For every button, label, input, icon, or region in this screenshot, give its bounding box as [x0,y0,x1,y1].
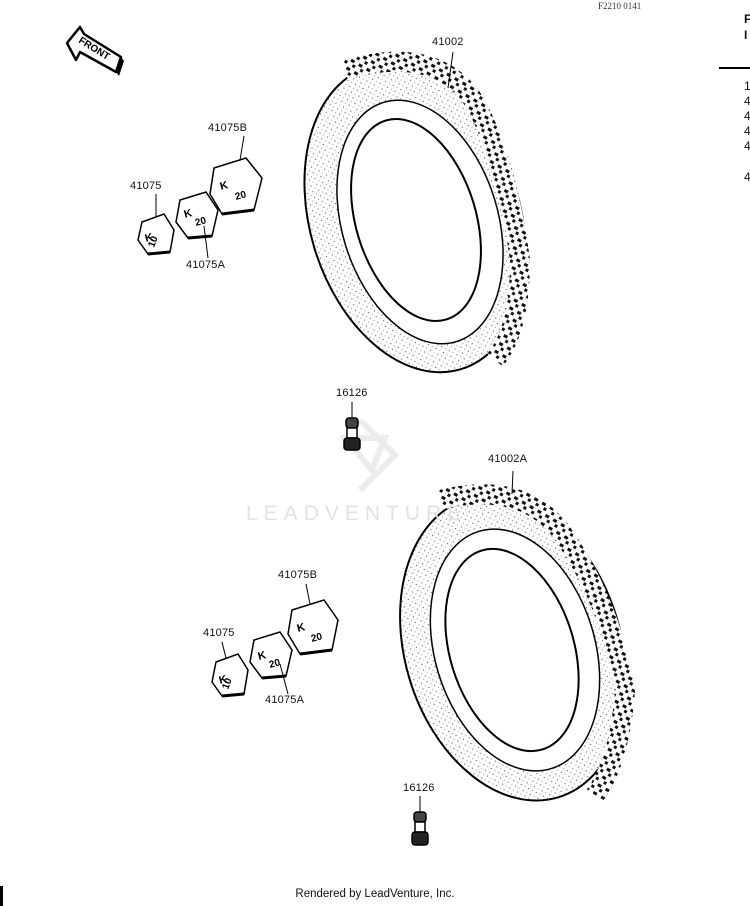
label-valve-upper: 16126 [336,387,368,399]
weight-a-lower [249,631,293,695]
legend-divider [719,67,750,69]
weight-upper-value: 10 [146,234,160,249]
weight-b-upper-k: K [219,179,230,193]
weight-a-lower-value: 20 [268,657,282,671]
weight-upper-k: K [144,231,155,245]
label-tire-upper: 41002 [432,36,464,48]
label-weight-lower: 41075 [203,627,235,639]
weight-a-upper-k: K [183,207,194,221]
label-tire-lower: 41002A [488,453,528,465]
weight-lower [211,641,249,698]
label-weight-upper: 41075 [130,180,162,192]
label-weight-b-lower: 41075B [278,569,318,581]
legend-item: 4 [744,139,750,153]
edge-mark [0,886,3,906]
label-weight-a-lower: 41075A [265,694,305,706]
weight-a-upper-value: 20 [194,215,208,229]
legend-heading-1: F [744,12,750,26]
legend-item: 4 [744,94,750,108]
legend-item: 4 [744,109,750,123]
weight-a-lower-k: K [257,649,268,663]
tire-lower [399,470,636,802]
diagram-code: F2210 0141 [598,1,642,11]
weight-lower-k: K [218,673,229,687]
label-weight-b-upper: 41075B [208,122,248,134]
weight-b-upper [209,135,263,216]
legend-item: 4 [744,124,750,138]
legend-item: 4 [744,170,750,184]
weight-upper [137,194,175,256]
weight-a-upper [175,191,219,259]
legend-heading-2: I [744,28,748,42]
valve-lower [411,796,429,846]
weight-b-upper-value: 20 [234,189,248,203]
weight-b-lower-value: 20 [310,631,324,645]
watermark-logo [338,417,400,493]
weight-b-lower-k: K [296,621,307,635]
legend-item: 1 [744,79,750,93]
weight-lower-value: 10 [220,676,234,691]
label-valve-lower: 16126 [403,782,435,794]
front-arrow: FRONT [65,25,124,76]
watermark-text: LEADVENTURE [246,502,468,525]
label-weight-a-upper: 41075A [186,259,226,271]
tire-upper [303,51,531,374]
footer-credit: Rendered by LeadVenture, Inc. [295,888,455,900]
weight-b-lower [287,583,339,656]
valve-upper [343,402,361,451]
